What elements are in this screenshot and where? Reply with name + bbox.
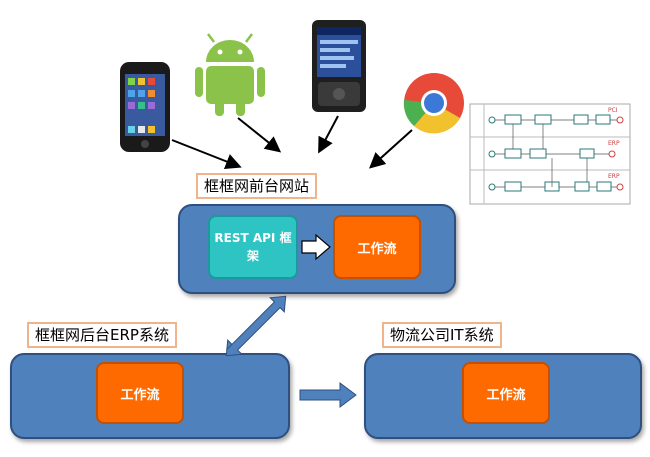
arrow-iphone-to-frontend [171, 139, 242, 170]
frontend-site-label: 框框网前台网站 [196, 173, 318, 199]
logistics-workflow-box: 工作流 [462, 362, 550, 424]
logistics-it-label: 物流公司IT系统 [382, 322, 502, 348]
android-icon [195, 33, 265, 116]
bpmn-lane-label-1: PCI [608, 107, 618, 114]
frontend-workflow-box: 工作流 [333, 215, 421, 279]
arrow-android-to-frontend [237, 117, 282, 153]
rest-api-box: REST API 框架 [208, 215, 298, 279]
arrow-winphone-to-frontend [318, 115, 339, 154]
arrow-chrome-to-frontend [369, 129, 413, 169]
bpmn-lane-label-3: ERP [608, 173, 620, 180]
backend-workflow-box: 工作流 [96, 362, 184, 424]
backend-erp-label: 框框网后台ERP系统 [27, 322, 177, 348]
iphone-icon [120, 62, 170, 152]
bpmn-lane-label-2: ERP [608, 140, 620, 147]
chrome-browser-icon [403, 73, 464, 134]
windows-mobile-phone-icon [312, 20, 366, 112]
bpmn-workflow-diagram-icon [469, 103, 631, 205]
